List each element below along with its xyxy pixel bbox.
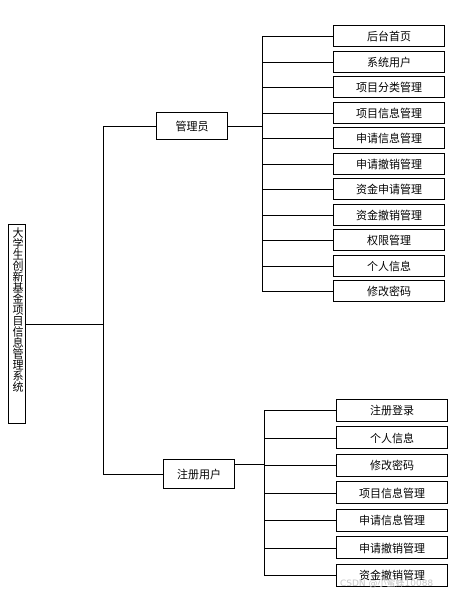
- root-node: 大学生创新基金项目信息管理系统: [8, 224, 26, 424]
- admin-node: 管理员: [156, 112, 228, 140]
- user-branch-line: [264, 575, 336, 576]
- admin-child-node: 后台首页: [333, 25, 445, 47]
- root-connector: [26, 324, 103, 325]
- spine-to-user: [103, 474, 163, 475]
- admin-child-label: 资金撤销管理: [356, 208, 422, 222]
- admin-child-label: 修改密码: [367, 285, 411, 298]
- admin-branch-line: [262, 291, 333, 292]
- user-child-label: 资金撤销管理: [359, 569, 425, 582]
- admin-child-label: 后台首页: [367, 30, 411, 43]
- admin-child-node: 个人信息: [333, 254, 445, 277]
- admin-branch-line: [262, 87, 333, 88]
- user-child-node: 注册登录: [336, 398, 448, 422]
- admin-branch-line: [262, 163, 333, 165]
- admin-child-label: 项目信息管理: [356, 106, 422, 120]
- user-child-label: 申请信息管理: [359, 514, 425, 527]
- admin-branch-line: [262, 214, 333, 216]
- admin-branch-line: [262, 138, 333, 139]
- admin-child-node: 申请信息管理: [333, 127, 445, 149]
- user-child-label: 申请撤销管理: [359, 541, 425, 555]
- admin-child-label: 资金申请管理: [356, 183, 422, 196]
- admin-child-node: 修改密码: [333, 280, 445, 302]
- user-child-node: 申请撤销管理: [336, 536, 448, 559]
- root-spine: [103, 126, 104, 474]
- admin-child-label: 项目分类管理: [356, 81, 422, 94]
- admin-branch-line: [262, 61, 333, 63]
- user-child-node: 项目信息管理: [336, 481, 448, 504]
- user-node: 注册用户: [163, 459, 235, 489]
- user-branch-line: [264, 437, 336, 439]
- admin-branch-line: [262, 265, 333, 267]
- admin-branch-line: [262, 189, 333, 190]
- user-child-node: 申请信息管理: [336, 508, 448, 532]
- admin-label: 管理员: [175, 120, 209, 133]
- user-child-label: 修改密码: [370, 459, 414, 472]
- admin-branch-line: [262, 112, 333, 114]
- user-child-node: 个人信息: [336, 426, 448, 449]
- admin-child-node: 资金申请管理: [333, 178, 445, 200]
- user-branch-line: [264, 410, 336, 411]
- admin-child-node: 权限管理: [333, 229, 445, 251]
- user-child-node: 修改密码: [336, 453, 448, 477]
- admin-child-label: 申请撤销管理: [356, 157, 422, 171]
- admin-child-label: 权限管理: [367, 234, 411, 247]
- user-label: 注册用户: [177, 468, 221, 481]
- admin-child-node: 资金撤销管理: [333, 203, 445, 226]
- admin-child-node: 申请撤销管理: [333, 152, 445, 175]
- admin-child-label: 系统用户: [367, 55, 411, 69]
- user-child-label: 注册登录: [370, 404, 414, 417]
- user-child-label: 项目信息管理: [359, 486, 425, 500]
- admin-child-node: 项目分类管理: [333, 76, 445, 98]
- admin-child-node: 系统用户: [333, 50, 445, 73]
- admin-connector: [228, 126, 262, 127]
- watermark: CSDN @小蜜蜂10088: [340, 579, 434, 589]
- user-child-node: 资金撤销管理: [336, 563, 448, 587]
- user-branch-line: [264, 492, 336, 494]
- admin-branch-line: [262, 36, 333, 37]
- admin-child-label: 申请信息管理: [356, 132, 422, 145]
- user-branch-line: [264, 520, 336, 521]
- admin-child-node: 项目信息管理: [333, 101, 445, 124]
- spine-to-admin: [103, 126, 156, 127]
- user-connector: [235, 464, 264, 465]
- user-branch-line: [264, 465, 336, 466]
- admin-child-label: 个人信息: [367, 259, 411, 273]
- user-child-label: 个人信息: [370, 431, 414, 445]
- admin-branch-line: [262, 240, 333, 241]
- user-branch-line: [264, 547, 336, 549]
